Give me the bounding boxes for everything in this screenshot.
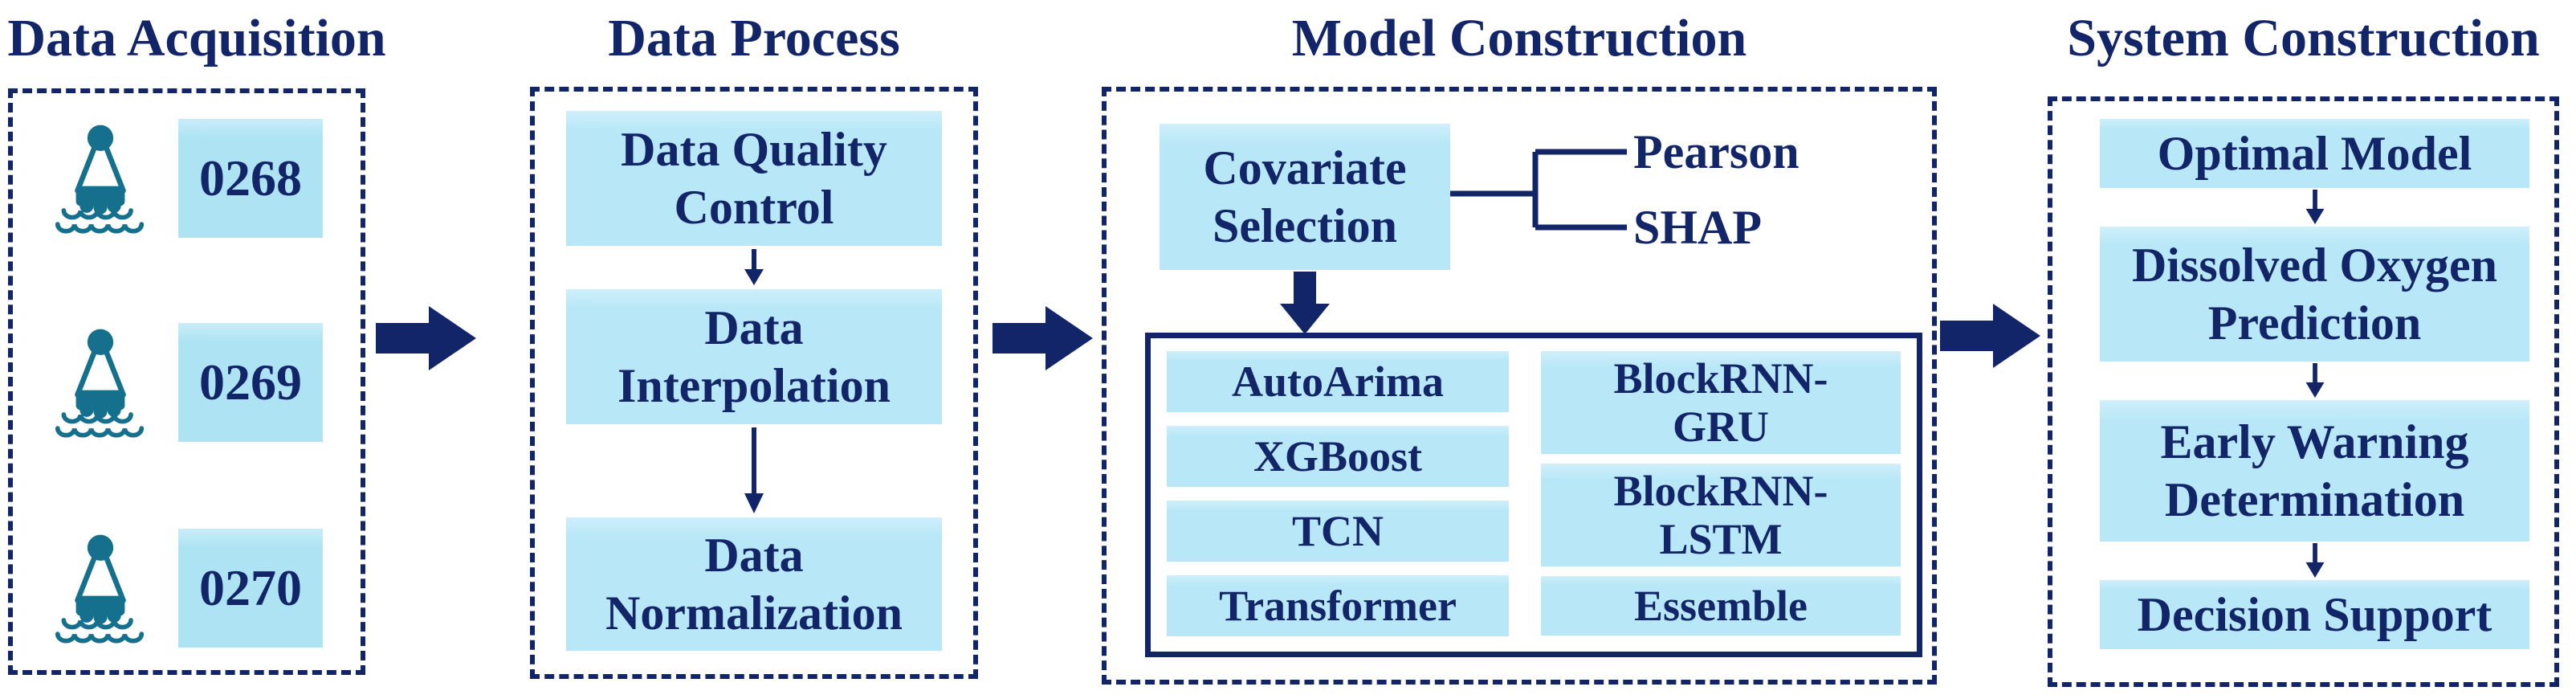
- buoy-icon: [55, 329, 145, 438]
- section-title-system-construction: System Construction: [2067, 9, 2540, 67]
- buoy-row: 0268: [13, 119, 361, 241]
- model-blockrnn-gru: BlockRNN- GRU: [1541, 351, 1901, 454]
- process-step-data-quality-control: Data Quality Control: [566, 111, 942, 246]
- process-step-data-interpolation: Data Interpolation: [566, 289, 942, 424]
- system-step-optimal-model: Optimal Model: [2100, 119, 2529, 188]
- flow-arrow-right-icon: [1940, 301, 2043, 370]
- system-construction-panel: Optimal Model Dissolved Oxygen Predictio…: [2048, 96, 2559, 687]
- system-step-decision-support: Decision Support: [2100, 580, 2529, 649]
- section-title-model-construction: Model Construction: [1291, 9, 1747, 67]
- model-grid-right-column: BlockRNN- GRU BlockRNN- LSTM Essemble: [1541, 351, 1901, 639]
- buoy-row: 0269: [13, 323, 361, 445]
- arrow-down-icon: [742, 249, 766, 286]
- data-process-panel: Data Quality Control Data Interpolation …: [530, 87, 978, 679]
- model-essemble: Essemble: [1541, 576, 1901, 636]
- flow-arrow-right-icon: [992, 304, 1095, 373]
- process-step-data-normalization: Data Normalization: [566, 517, 942, 651]
- system-step-dissolved-oxygen-prediction: Dissolved Oxygen Prediction: [2100, 227, 2529, 362]
- buoy-icon: [55, 125, 145, 234]
- section-title-data-process: Data Process: [608, 9, 900, 67]
- arrow-down-icon: [2303, 190, 2327, 225]
- model-transformer: Transformer: [1167, 575, 1510, 636]
- station-id-badge: 0270: [178, 529, 323, 648]
- model-tcn: TCN: [1167, 501, 1510, 562]
- method-label-pearson: Pearson: [1633, 125, 1800, 178]
- model-construction-panel: Covariate Selection Pearson SHAP AutoAri…: [1102, 87, 1937, 685]
- system-step-early-warning-determination: Early Warning Determination: [2100, 400, 2529, 542]
- covariate-selection-box: Covariate Selection: [1160, 124, 1450, 270]
- model-xgboost: XGBoost: [1167, 426, 1510, 487]
- arrow-down-icon: [2303, 543, 2327, 578]
- station-id-badge: 0268: [178, 119, 323, 238]
- model-grid-left-column: AutoArima XGBoost TCN Transformer: [1167, 351, 1510, 639]
- model-grid: AutoArima XGBoost TCN Transformer BlockR…: [1145, 333, 1922, 657]
- arrow-down-icon: [742, 427, 766, 514]
- buoy-icon: [55, 534, 145, 644]
- arrow-down-thick-icon: [1276, 272, 1334, 336]
- model-blockrnn-lstm: BlockRNN- LSTM: [1541, 464, 1901, 566]
- station-id-badge: 0269: [178, 323, 323, 442]
- method-label-shap: SHAP: [1633, 200, 1763, 254]
- flow-arrow-right-icon: [371, 304, 483, 373]
- arrow-down-icon: [2303, 363, 2327, 399]
- model-autoarima: AutoArima: [1167, 351, 1510, 412]
- section-title-data-acquisition: Data Acquisition: [7, 9, 386, 67]
- bracket-connector: [1450, 145, 1627, 234]
- buoy-row: 0270: [13, 529, 361, 651]
- data-acquisition-panel: 0268 0269 0270: [8, 88, 365, 675]
